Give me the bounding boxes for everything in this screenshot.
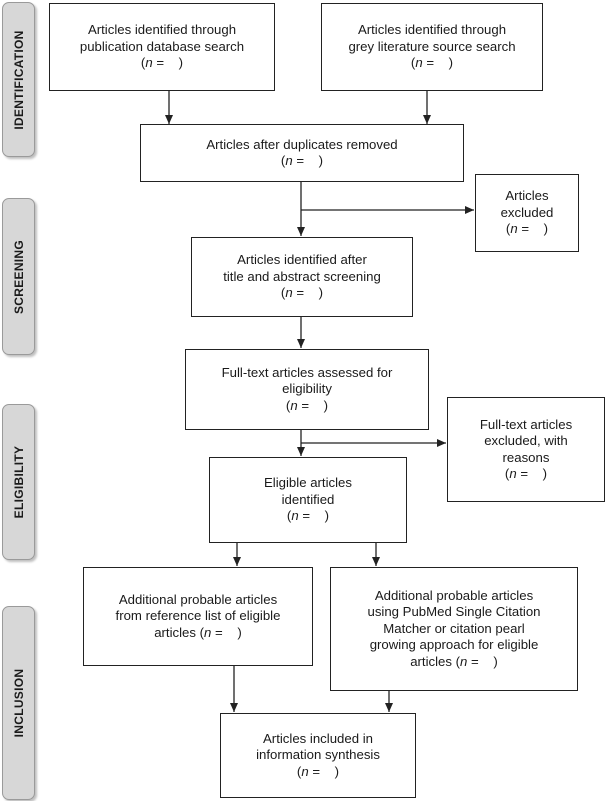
count-label: (n = ) (280, 285, 324, 301)
box-eligible-identified: Eligible articles identified (n = ) (209, 457, 407, 543)
box-text-line: Articles identified through (357, 22, 507, 38)
box-text-line: identified (281, 491, 335, 507)
box-text-line: Additional probable articles (118, 591, 278, 607)
box-text-line: publication database search (79, 38, 245, 54)
count-label: (n = ) (285, 397, 329, 413)
count-label: (n = ) (410, 55, 454, 71)
box-text-line: Full-text articles assessed for (221, 364, 393, 380)
box-text-line: growing approach for eligible (369, 637, 539, 653)
box-grey-literature-search: Articles identified through grey literat… (321, 3, 543, 91)
box-text-line: Additional probable articles (374, 587, 534, 603)
box-text-line: excluded (500, 204, 554, 220)
count-label: (n = ) (286, 508, 330, 524)
box-text-line: using PubMed Single Citation (367, 604, 541, 620)
box-pubmed-citation-articles: Additional probable articles using PubMe… (330, 567, 578, 691)
count-label: (n = ) (504, 466, 548, 481)
box-text-line: Articles identified through (87, 22, 237, 38)
box-text-line: from reference list of eligible (115, 608, 281, 624)
box-articles-excluded: Articles excluded (n = ) (475, 174, 579, 252)
stage-inclusion: INCLUSION (2, 606, 35, 800)
count-label: (n = ) (280, 153, 324, 168)
box-text-line: Articles identified after (237, 252, 367, 268)
box-text-line: Articles after duplicates removed (206, 136, 398, 152)
box-text-line: Articles included in (263, 730, 373, 746)
box-text-line: grey literature source search (348, 38, 516, 54)
box-reference-list-articles: Additional probable articles from refere… (83, 567, 313, 666)
box-text-line: eligibility (282, 381, 332, 397)
box-text-line: title and abstract screening (223, 268, 381, 284)
box-text-line: Matcher or citation pearl (383, 620, 525, 636)
stage-screening: SCREENING (2, 198, 35, 355)
count-label: articles (n = ) (410, 653, 498, 669)
stage-identification: IDENTIFICATION (2, 2, 35, 157)
box-text-line: Articles (505, 188, 549, 204)
count-label: (n = ) (296, 763, 340, 779)
count-label: (n = ) (140, 55, 184, 71)
box-database-search: Articles identified through publication … (49, 3, 275, 91)
count-label: articles (n = ) (154, 624, 242, 640)
box-duplicates-removed: Articles after duplicates removed (n = ) (140, 124, 464, 182)
box-text-line: excluded, with (484, 433, 568, 448)
box-fulltext-excluded: Full-text articles excluded, with reason… (447, 397, 605, 502)
box-articles-included: Articles included in information synthes… (220, 713, 416, 798)
stage-eligibility: ELIGIBILITY (2, 404, 35, 560)
box-fulltext-assessed: Full-text articles assessed for eligibil… (185, 349, 429, 430)
box-text-line: information synthesis (256, 747, 380, 763)
box-text-line: Full-text articles (479, 416, 573, 432)
box-title-abstract-screening: Articles identified after title and abst… (191, 237, 413, 317)
box-text-line: Eligible articles (264, 475, 352, 491)
box-text-line: reasons (502, 449, 550, 465)
count-label: (n = ) (505, 221, 549, 237)
